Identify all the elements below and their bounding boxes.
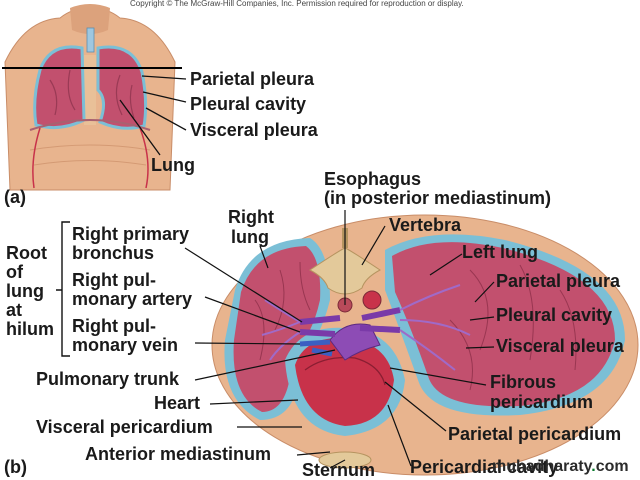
hilum-bracket xyxy=(56,221,70,357)
label-parietal-pericardium: Parietal pericardium xyxy=(448,424,622,444)
label-right-pul-artery: Right pul- xyxy=(72,270,156,290)
label-a-parietal-pleura: Parietal pleura xyxy=(190,69,315,89)
label-pulmonary-trunk: Pulmonary trunk xyxy=(36,369,180,389)
label-monary-vein: monary vein xyxy=(72,335,179,355)
label-right-lung-2: lung xyxy=(231,227,269,247)
label-a-pleural-cavity: Pleural cavity xyxy=(190,94,307,114)
torso-figure xyxy=(4,4,176,191)
pulmonary-trunk-shape xyxy=(329,323,381,361)
label-esophagus-sub: (in posterior mediastinum) xyxy=(324,188,552,208)
label-vertebra: Vertebra xyxy=(389,215,462,235)
label-left-lung: Left lung xyxy=(462,242,538,262)
label-bronchus: bronchus xyxy=(72,243,155,263)
label-lung: lung xyxy=(6,281,44,301)
heart-shape xyxy=(295,337,394,426)
label-right-pul-vein: Right pul- xyxy=(72,316,156,336)
watermark-dot: . xyxy=(591,458,596,475)
label-at: at xyxy=(6,300,23,320)
label-visceral-pericardium: Visceral pericardium xyxy=(36,417,213,437)
label-of: of xyxy=(6,262,23,282)
label-right-lung-1: Right xyxy=(228,207,274,227)
panel-b-leaders xyxy=(184,210,495,469)
copyright-notice: Copyright © The McGraw-Hill Companies, I… xyxy=(130,0,464,8)
label-b-visceral-pleura: Visceral pleura xyxy=(496,336,624,356)
label-anterior-mediastinum: Anterior mediastinum xyxy=(85,444,272,464)
label-fibrous: Fibrous xyxy=(490,372,556,392)
label-esophagus: Esophagus xyxy=(324,169,422,189)
right-lung-section xyxy=(233,246,321,412)
label-root: Root xyxy=(6,243,47,263)
label-a-lung: Lung xyxy=(151,155,195,175)
label-b-parietal-pleura: Parietal pleura xyxy=(496,271,621,291)
watermark-suffix: com xyxy=(595,458,629,475)
label-monary-artery: monary artery xyxy=(72,289,193,309)
panel-b-tag: (b) xyxy=(4,457,27,477)
label-sternum: Sternum xyxy=(302,460,376,480)
cross-section xyxy=(211,214,639,476)
label-right-primary: Right primary xyxy=(72,224,190,244)
panel-a-tag: (a) xyxy=(4,187,26,207)
label-pericardial-cavity: Pericardial cavity xyxy=(410,457,559,477)
label-heart: Heart xyxy=(154,393,201,413)
panel-a-leaders xyxy=(119,75,187,156)
label-a-visceral-pleura: Visceral pleura xyxy=(190,120,318,140)
watermark: muhadharaty.com xyxy=(492,458,629,476)
label-pericardium: pericardium xyxy=(490,392,594,412)
watermark-prefix: muhadharaty xyxy=(492,458,592,475)
label-hilum: hilum xyxy=(6,319,54,339)
label-b-pleural-cavity: Pleural cavity xyxy=(496,305,613,325)
